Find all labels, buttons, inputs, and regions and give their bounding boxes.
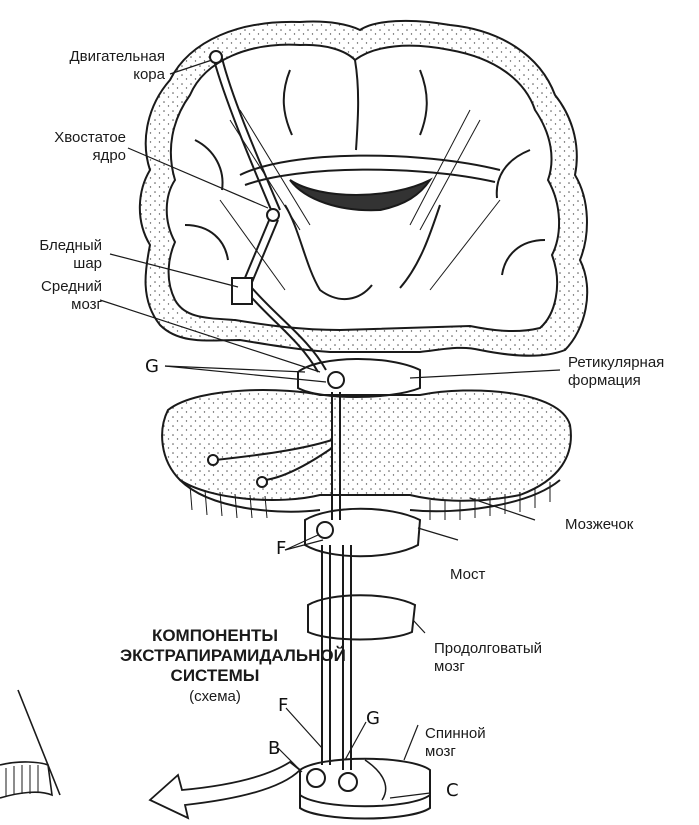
letter-b: B — [268, 738, 280, 759]
midbrain-section — [298, 359, 420, 397]
letter-g-lower: G — [366, 708, 380, 729]
pons-nucleus — [317, 522, 333, 538]
cerebellum-section — [162, 390, 571, 501]
partial-figure — [0, 690, 60, 798]
label-pons: Мост — [450, 566, 485, 584]
midbrain-nucleus — [328, 372, 344, 388]
pallidum-block — [232, 278, 252, 304]
caudate-neuron — [267, 209, 279, 221]
brain-section — [140, 21, 587, 356]
letter-g-upper: G — [145, 356, 159, 377]
spinal-neuron-right — [339, 773, 357, 791]
medulla-section — [308, 595, 415, 639]
diagram-title: КОМПОНЕНТЫ ЭКСТРАПИРАМИДАЛЬНОЙ СИСТЕМЫ — [120, 626, 310, 686]
label-cerebellum: Мозжечок — [565, 516, 633, 534]
letter-f-upper: F — [276, 538, 286, 559]
letter-c: C — [446, 780, 459, 801]
spinal-neuron-left — [307, 769, 325, 787]
diagram-subtitle: (схема) — [120, 688, 310, 705]
brain-inner-outline — [167, 45, 559, 331]
curved-arrow — [150, 762, 300, 818]
motor-cortex-neuron — [210, 51, 222, 63]
brainstem — [162, 359, 571, 819]
